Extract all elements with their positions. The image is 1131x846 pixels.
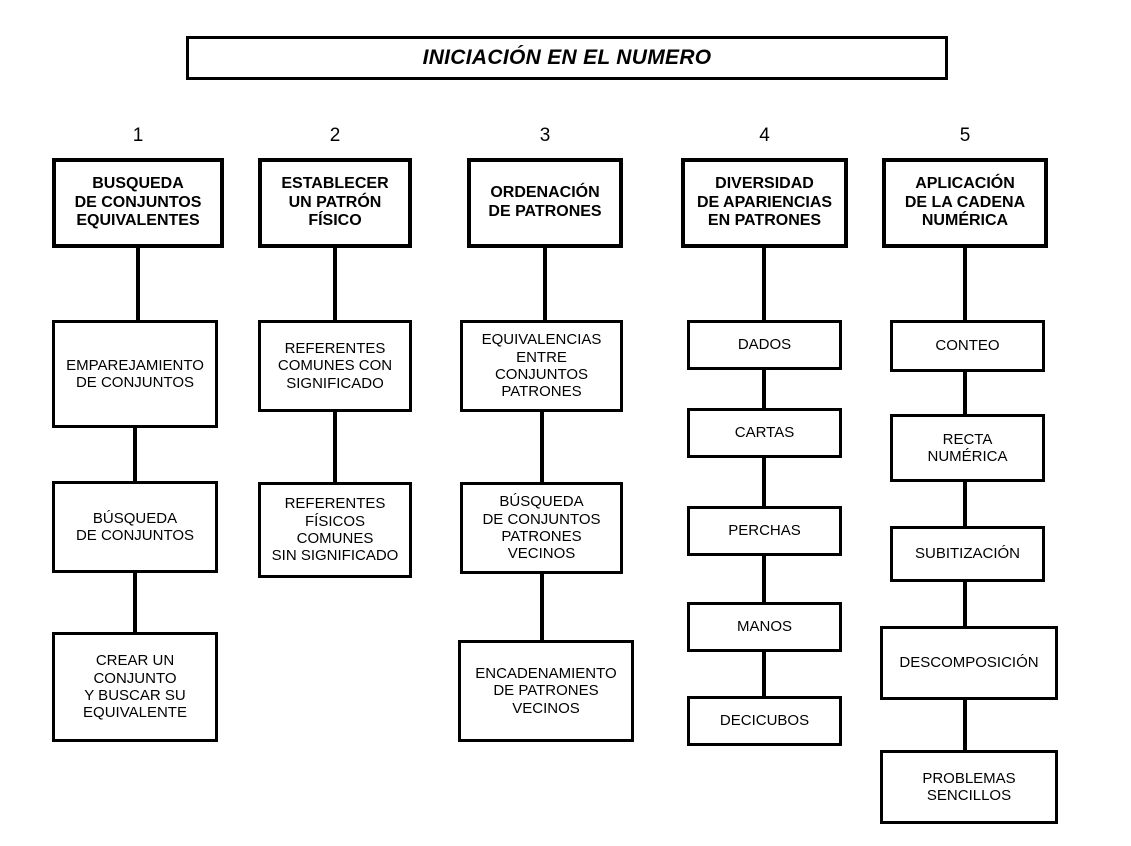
column-number-2: 2 bbox=[329, 125, 341, 146]
column-4-step-1-box: DADOS bbox=[687, 320, 842, 370]
column-5-step-4-box: DESCOMPOSICIÓN bbox=[880, 626, 1058, 700]
column-4-step-4-label: MANOS bbox=[736, 618, 792, 636]
column-5-step-3-box: SUBITIZACIÓN bbox=[890, 526, 1045, 582]
column-1-step-1-label: EMPAREJAMIENTO DE CONJUNTOS bbox=[66, 356, 204, 391]
connector-c1-step2-to-step3 bbox=[133, 571, 137, 634]
connector-c4-step1-to-step2 bbox=[762, 368, 766, 410]
column-3-step-2-label: BÚSQUEDA DE CONJUNTOS PATRONES VECINOS bbox=[482, 493, 601, 563]
column-3-step-3-label: ENCADENAMIENTO DE PATRONES VECINOS bbox=[475, 664, 617, 717]
column-5-step-2-box: RECTA NUMÉRICA bbox=[890, 414, 1045, 482]
column-3-step-2-box: BÚSQUEDA DE CONJUNTOS PATRONES VECINOS bbox=[460, 482, 623, 574]
column-4-step-5-box: DECICUBOS bbox=[687, 696, 842, 746]
column-2-step-1-label: REFERENTES COMUNES CON SIGNIFICADO bbox=[277, 339, 393, 392]
column-3-step-1-label: EQUIVALENCIAS ENTRE CONJUNTOS PATRONES bbox=[481, 331, 602, 401]
column-4-step-4-box: MANOS bbox=[687, 602, 842, 652]
column-5-step-2-label: RECTA NUMÉRICA bbox=[927, 430, 1008, 465]
column-1-header-box: BUSQUEDA DE CONJUNTOS EQUIVALENTES bbox=[52, 158, 224, 248]
diagram-title-box: INICIACIÓN EN EL NUMERO bbox=[186, 36, 948, 80]
column-4-step-2-label: CARTAS bbox=[734, 424, 795, 442]
column-4-step-3-label: PERCHAS bbox=[728, 522, 801, 540]
connector-c4-header-to-step1 bbox=[762, 248, 766, 322]
column-1-step-3-box: CREAR UN CONJUNTO Y BUSCAR SU EQUIVALENT… bbox=[52, 632, 218, 742]
column-5-step-5-label: PROBLEMAS SENCILLOS bbox=[922, 769, 1016, 804]
column-2-header-box: ESTABLECER UN PATRÓN FÍSICO bbox=[258, 158, 412, 248]
column-4-step-3-box: PERCHAS bbox=[687, 506, 842, 556]
column-3-header-label: ORDENACIÓN DE PATRONES bbox=[488, 184, 602, 220]
column-1-step-3-label: CREAR UN CONJUNTO Y BUSCAR SU EQUIVALENT… bbox=[83, 652, 187, 722]
column-2-step-2-box: REFERENTES FÍSICOS COMUNES SIN SIGNIFICA… bbox=[258, 482, 412, 578]
connector-c3-step1-to-step2 bbox=[540, 410, 544, 484]
connector-c1-step1-to-step2 bbox=[133, 426, 137, 482]
diagram-title: INICIACIÓN EN EL NUMERO bbox=[422, 46, 712, 69]
column-4-header-label: DIVERSIDAD DE APARIENCIAS EN PATRONES bbox=[696, 175, 833, 230]
column-5-step-3-label: SUBITIZACIÓN bbox=[914, 545, 1020, 563]
column-4-step-2-box: CARTAS bbox=[687, 408, 842, 458]
column-number-3: 3 bbox=[539, 125, 551, 146]
column-5-step-1-box: CONTEO bbox=[890, 320, 1045, 372]
column-number-4: 4 bbox=[759, 125, 770, 146]
column-2-step-2-label: REFERENTES FÍSICOS COMUNES SIN SIGNIFICA… bbox=[271, 495, 399, 565]
column-1-step-1-box: EMPAREJAMIENTO DE CONJUNTOS bbox=[52, 320, 218, 428]
connector-c4-step3-to-step4 bbox=[762, 554, 766, 604]
column-number-5: 5 bbox=[959, 125, 971, 146]
column-1-step-2-label: BÚSQUEDA DE CONJUNTOS bbox=[75, 509, 195, 544]
column-5-step-4-label: DESCOMPOSICIÓN bbox=[899, 654, 1039, 672]
connector-c5-step1-to-step2 bbox=[963, 370, 967, 416]
column-1-step-2-box: BÚSQUEDA DE CONJUNTOS bbox=[52, 481, 218, 573]
connector-c5-step4-to-step5 bbox=[963, 698, 967, 752]
column-4-step-1-label: DADOS bbox=[737, 336, 792, 354]
column-3-header-box: ORDENACIÓN DE PATRONES bbox=[467, 158, 623, 248]
column-number-1: 1 bbox=[132, 125, 144, 146]
connector-c2-header-to-step1 bbox=[333, 248, 337, 322]
column-1-header-label: BUSQUEDA DE CONJUNTOS EQUIVALENTES bbox=[74, 175, 202, 230]
column-4-step-5-label: DECICUBOS bbox=[719, 712, 810, 730]
column-3-step-3-box: ENCADENAMIENTO DE PATRONES VECINOS bbox=[458, 640, 634, 742]
column-5-step-1-label: CONTEO bbox=[935, 337, 1000, 355]
connector-c5-header-to-step1 bbox=[963, 248, 967, 322]
connector-c5-step3-to-step4 bbox=[963, 580, 967, 628]
column-4-header-box: DIVERSIDAD DE APARIENCIAS EN PATRONES bbox=[681, 158, 848, 248]
column-5-header-label: APLICACIÓN DE LA CADENA NUMÉRICA bbox=[904, 175, 1026, 230]
connector-c3-header-to-step1 bbox=[543, 248, 547, 322]
column-2-step-1-box: REFERENTES COMUNES CON SIGNIFICADO bbox=[258, 320, 412, 412]
connector-c2-step1-to-step2 bbox=[333, 410, 337, 484]
column-5-step-5-box: PROBLEMAS SENCILLOS bbox=[880, 750, 1058, 824]
connector-c5-step2-to-step3 bbox=[963, 480, 967, 528]
column-2-header-label: ESTABLECER UN PATRÓN FÍSICO bbox=[281, 175, 389, 230]
connector-c3-step2-to-step3 bbox=[540, 572, 544, 642]
connector-c1-header-to-step1 bbox=[136, 248, 140, 322]
connector-c4-step2-to-step3 bbox=[762, 456, 766, 508]
connector-c4-step4-to-step5 bbox=[762, 650, 766, 698]
column-3-step-1-box: EQUIVALENCIAS ENTRE CONJUNTOS PATRONES bbox=[460, 320, 623, 412]
column-5-header-box: APLICACIÓN DE LA CADENA NUMÉRICA bbox=[882, 158, 1048, 248]
